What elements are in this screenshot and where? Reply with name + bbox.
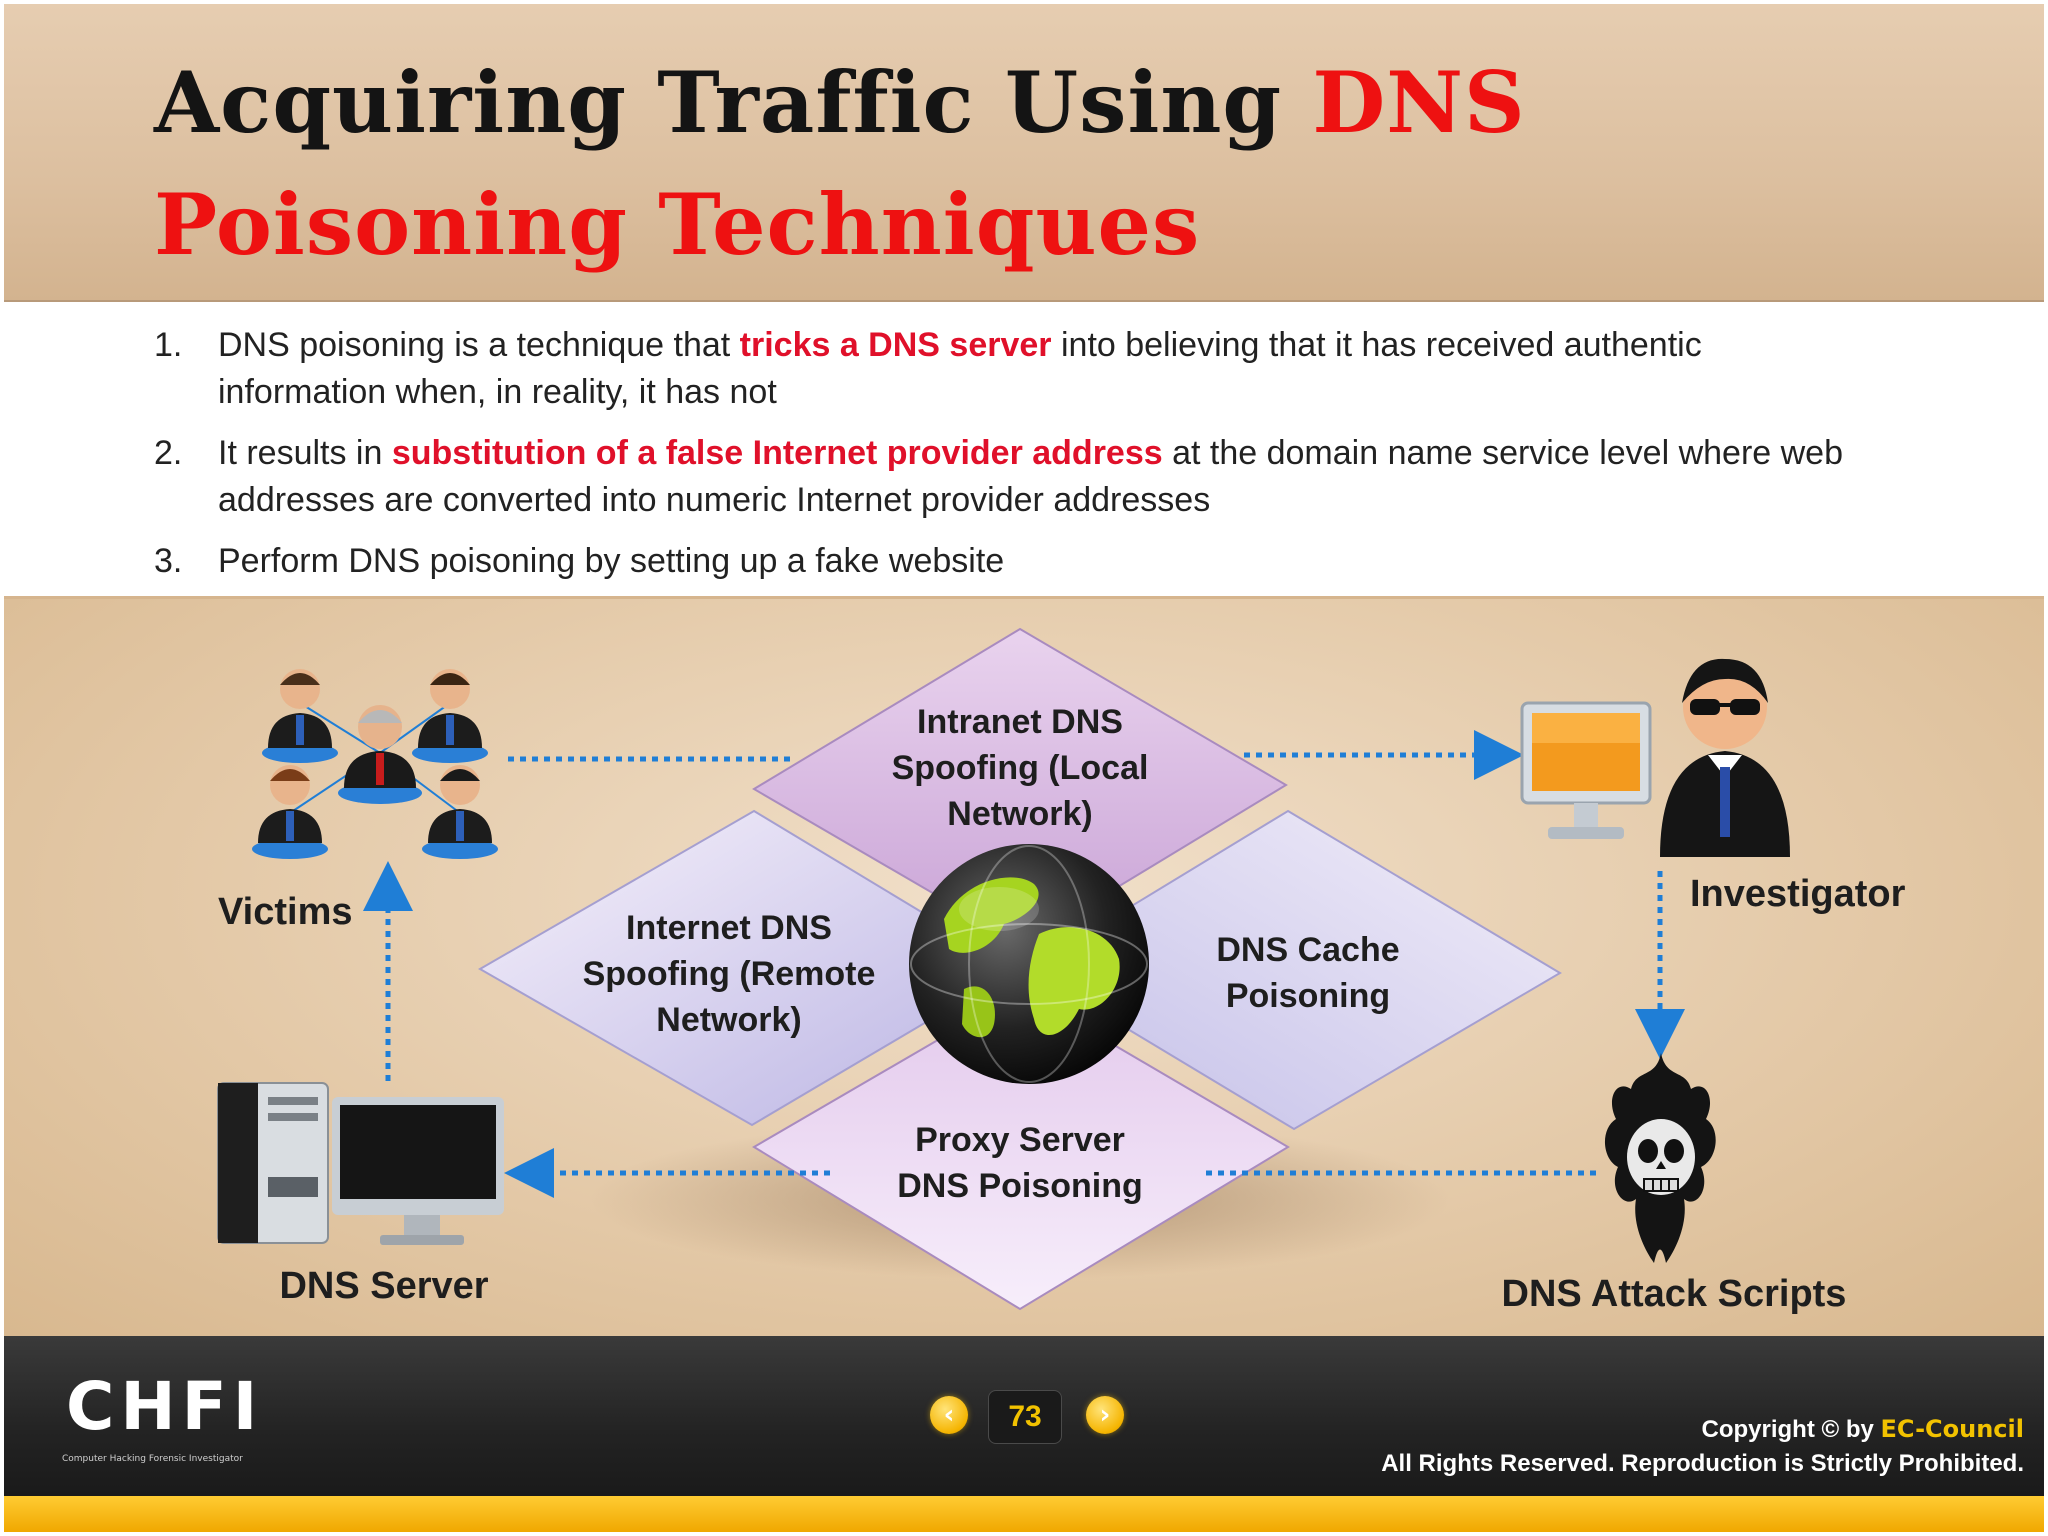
bullet-list: 1. DNS poisoning is a technique that tri… xyxy=(4,302,2044,594)
diagram-shapes xyxy=(363,627,1685,1311)
footer-accent-bar xyxy=(4,1496,2044,1532)
bullet-text: It results in xyxy=(218,434,392,472)
copyright-prefix: Copyright © by xyxy=(1701,1416,1881,1443)
label-internet-dns-spoofing: Internet DNS Spoofing (Remote Network) xyxy=(544,905,914,1043)
chfi-logo: CHFI Computer Hacking Forensic Investiga… xyxy=(54,1354,294,1478)
label-line: Proxy Server xyxy=(915,1121,1125,1159)
bullet-number: 2. xyxy=(154,434,183,472)
next-page-button[interactable]: › xyxy=(1086,1396,1124,1434)
bullet-number: 3. xyxy=(154,542,183,580)
title-second-line: Poisoning Techniques xyxy=(154,175,1201,274)
victims-group-icon xyxy=(252,669,498,859)
title-red-part: DNS xyxy=(1312,53,1526,152)
bullet-highlight: tricks a DNS server xyxy=(739,326,1052,364)
label-line: DNS Cache xyxy=(1216,931,1400,969)
skull-icon xyxy=(1604,1053,1716,1263)
label-victims: Victims xyxy=(218,891,353,933)
bullet-item: 1. DNS poisoning is a technique that tri… xyxy=(154,322,1874,416)
copyright-notice: Copyright © by EC-Council All Rights Res… xyxy=(1381,1412,2024,1481)
label-dns-cache-poisoning: DNS Cache Poisoning xyxy=(1158,927,1458,1019)
label-line: Internet DNS xyxy=(626,909,832,947)
label-intranet-dns-spoofing: Intranet DNS Spoofing (Local Network) xyxy=(840,699,1200,837)
ec-council-brand: EC-Council xyxy=(1880,1415,2024,1443)
dns-poisoning-diagram: Intranet DNS Spoofing (Local Network) In… xyxy=(4,596,2044,1339)
bullet-text: Perform DNS poisoning by setting up a fa… xyxy=(218,542,1005,580)
logo-subtitle: Computer Hacking Forensic Investigator xyxy=(62,1454,243,1464)
label-line: Poisoning xyxy=(1225,977,1391,1015)
label-dns-server: DNS Server xyxy=(279,1265,489,1307)
bullet-text: at the domain name service level where w… xyxy=(218,434,1844,519)
label-line: Spoofing (Remote xyxy=(582,955,876,993)
tile-bottom xyxy=(752,989,1290,1311)
label-proxy-server-dns-poisoning: Proxy Server DNS Poisoning xyxy=(860,1117,1180,1209)
slide-header: Acquiring Traffic Using DNS Poisoning Te… xyxy=(4,4,2044,302)
investigator-icon xyxy=(1660,658,1790,857)
globe-icon xyxy=(909,844,1149,1084)
pagination: ‹ 73 › xyxy=(922,1386,1132,1446)
prev-page-button[interactable]: ‹ xyxy=(930,1396,968,1434)
slide-title: Acquiring Traffic Using DNS Poisoning Te… xyxy=(154,42,1954,286)
bullet-text: into believing that it has received auth… xyxy=(218,326,1702,411)
label-line: Network) xyxy=(947,795,1093,833)
bullet-number: 1. xyxy=(154,326,183,364)
label-investigator: Investigator xyxy=(1690,873,1906,915)
dns-server-icon xyxy=(217,1082,504,1245)
page-number: 73 xyxy=(988,1390,1062,1444)
label-dns-attack-scripts: DNS Attack Scripts xyxy=(1501,1273,1847,1315)
logo-text: CHFI xyxy=(66,1368,264,1445)
label-line: Spoofing (Local xyxy=(891,749,1149,787)
title-black-part: Acquiring Traffic Using xyxy=(154,53,1313,152)
bullet-item: 3. Perform DNS poisoning by setting up a… xyxy=(154,538,1874,585)
bullet-highlight: substitution of a false Internet provide… xyxy=(391,434,1163,472)
slide-footer: CHFI Computer Hacking Forensic Investiga… xyxy=(4,1336,2044,1496)
label-line: DNS Poisoning xyxy=(897,1167,1143,1205)
label-line: Intranet DNS xyxy=(917,703,1123,741)
rights-text: All Rights Reserved. Reproduction is Str… xyxy=(1381,1450,2024,1477)
bullet-item: 2. It results in substitution of a false… xyxy=(154,430,1874,524)
bullet-text: DNS poisoning is a technique that xyxy=(218,326,740,364)
monitor-icon xyxy=(1520,701,1652,839)
label-line: Network) xyxy=(656,1001,802,1039)
